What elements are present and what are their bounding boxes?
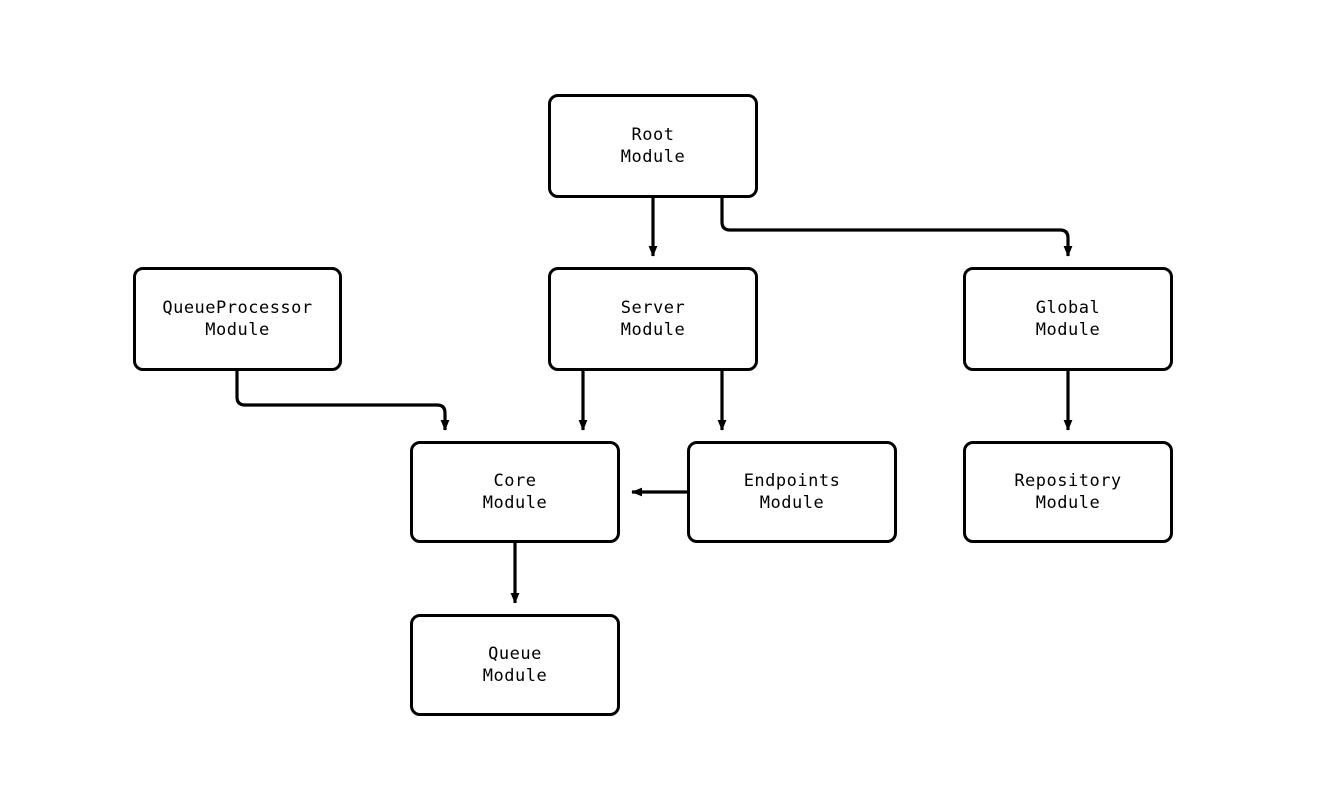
edge-queueprocessor-to-core [235, 371, 450, 431]
node-queue-module[interactable]: Queue Module [410, 614, 620, 716]
node-repository-module[interactable]: Repository Module [963, 441, 1173, 543]
node-core-module-line1: Core [493, 471, 537, 491]
node-queue-module-line1: Queue [488, 644, 542, 664]
node-endpoints-module-line1: Endpoints [743, 471, 841, 491]
node-root-module[interactable]: Root Module [548, 94, 758, 198]
node-core-module[interactable]: Core Module [410, 441, 620, 543]
node-endpoints-module[interactable]: Endpoints Module [687, 441, 897, 543]
node-server-module-line1: Server [620, 298, 686, 318]
node-root-module-line2: Module [620, 147, 686, 167]
node-global-module[interactable]: Global Module [963, 267, 1173, 371]
node-queue-module-line2: Module [482, 666, 548, 686]
node-endpoints-module-line2: Module [759, 493, 825, 513]
node-core-module-line2: Module [482, 493, 548, 513]
node-queueprocessor-module-line2: Module [205, 320, 270, 340]
node-root-module-line1: Root [631, 125, 675, 145]
node-repository-module-line1: Repository [1014, 471, 1122, 491]
node-server-module[interactable]: Server Module [548, 267, 758, 371]
node-global-module-line2: Module [1035, 320, 1101, 340]
node-queueprocessor-module[interactable]: QueueProcessor Module [133, 267, 342, 371]
node-server-module-line2: Module [620, 320, 686, 340]
node-global-module-line1: Global [1035, 298, 1101, 318]
node-repository-module-line2: Module [1035, 493, 1101, 513]
edge-root-to-global [720, 198, 1073, 257]
node-queueprocessor-module-line1: QueueProcessor [162, 298, 313, 318]
